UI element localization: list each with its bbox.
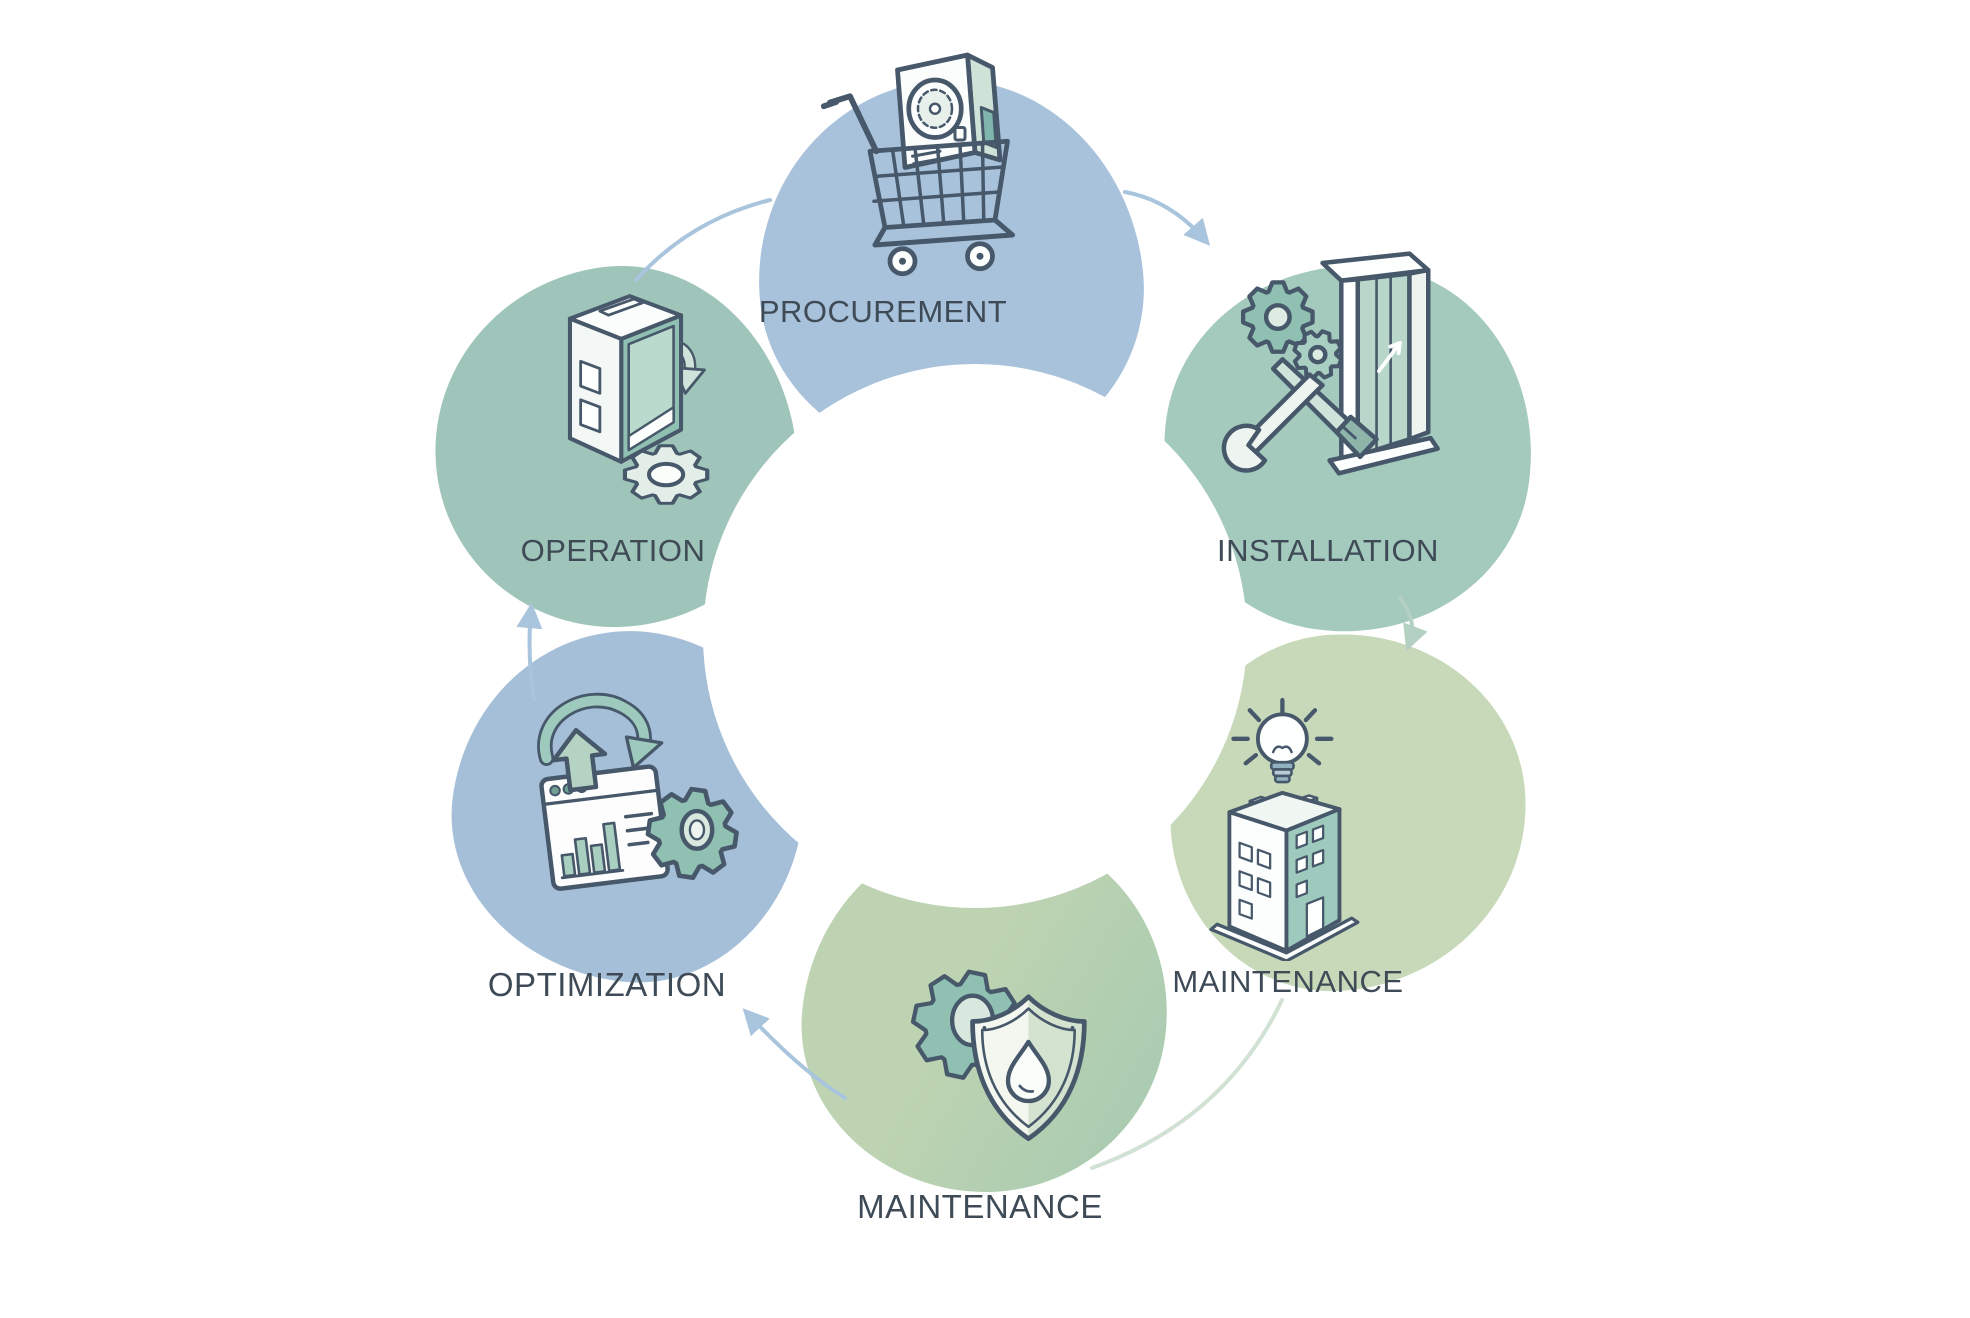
wrench-gears-door-frame-icon: [1221, 251, 1440, 476]
arrow-maintenance-to-optimization: [742, 1008, 847, 1100]
label-procurement: PROCUREMENT: [758, 294, 1008, 329]
gear-shield-water-drop-icon: [893, 943, 1087, 1142]
analytics-window-gear-arrow-icon: [537, 692, 751, 891]
arrow-optimization-to-operation: [516, 602, 543, 702]
lightbulb-building-icon: [1209, 697, 1360, 961]
label-maintenance-bottom: MAINTENANCE: [857, 1188, 1103, 1225]
shopping-cart-ac-unit-icon: [820, 52, 1015, 277]
arrow-maintenance-to-maintenance: [1090, 998, 1284, 1170]
label-operation: OPERATION: [520, 533, 706, 568]
arrow-procurement-to-installation: [1123, 190, 1211, 246]
arrow-operation-to-procurement: [634, 198, 772, 282]
center-circle: [703, 364, 1247, 908]
label-optimization: OPTIMIZATION: [487, 966, 727, 1003]
label-installation: INSTALLATION: [1217, 533, 1439, 568]
machine-refresh-gear-icon: [567, 294, 733, 513]
arrow-installation-to-maintenance: [1398, 596, 1428, 652]
label-maintenance-right: MAINTENANCE: [1172, 964, 1404, 999]
